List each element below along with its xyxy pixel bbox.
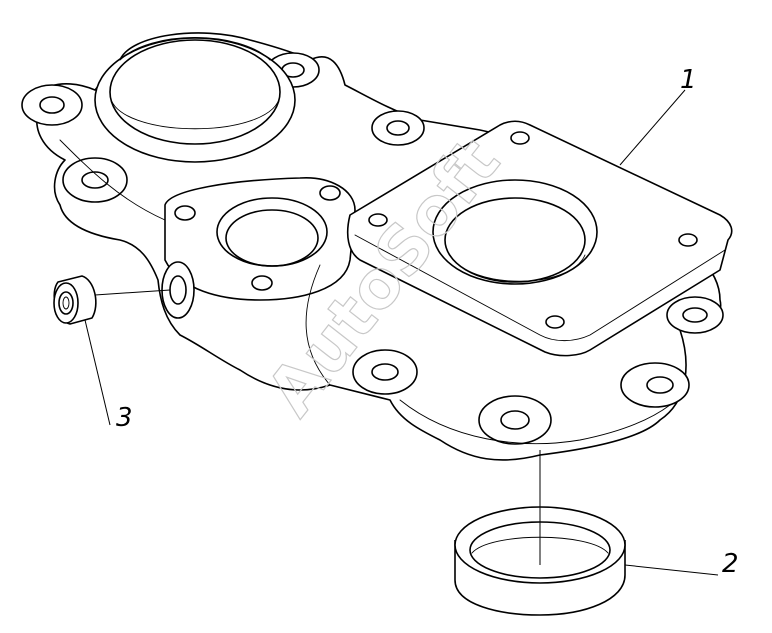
housing-part-1 — [21, 32, 733, 461]
callout-1: 1 — [680, 65, 697, 95]
assembly-axis-3 — [94, 289, 171, 296]
callout-2: 2 — [722, 549, 739, 579]
plug-part-3 — [53, 275, 97, 325]
callout-3: 3 — [116, 403, 133, 433]
leader-line-1 — [619, 89, 686, 166]
leader-line-3 — [84, 319, 111, 426]
leader-line-2 — [624, 564, 719, 576]
